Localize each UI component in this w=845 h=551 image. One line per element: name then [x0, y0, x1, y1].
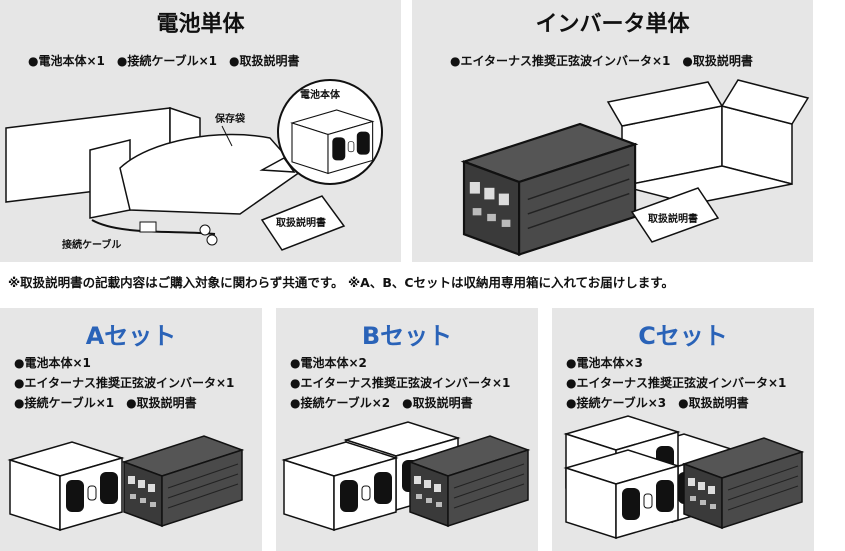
set-b-item-1: ●電池本体×2 [290, 356, 367, 370]
set-a-item-3: ●接続ケーブル×1 ●取扱説明書 [14, 396, 197, 410]
set-c-item-2: ●エイターナス推奨正弦波インバータ×1 [566, 376, 787, 390]
battery-unit-illustration: 保存袋 電池本体 接続ケーブル 取扱説明書 [5, 79, 383, 251]
inverter-unit-title: インバータ単体 [535, 12, 690, 37]
cable-label: 接続ケーブル [62, 238, 121, 251]
set-b-item-3: ●接続ケーブル×2 ●取扱説明書 [290, 396, 473, 410]
set-c-panel: Cセット ●電池本体×3 ●エイターナス推奨正弦波インバータ×1 ●接続ケーブル… [552, 308, 814, 551]
set-c-item-3: ●接続ケーブル×3 ●取扱説明書 [566, 396, 749, 410]
set-a-illustration [9, 435, 243, 531]
manual-label: 取扱説明書 [276, 216, 326, 229]
set-c-item-1: ●電池本体×3 [566, 356, 643, 370]
battery-unit-panel: 電池単体 ●電池本体×1 ●接続ケーブル×1 ●取扱説明書 保存袋 電池本体 接… [0, 0, 401, 262]
set-a-panel: Aセット ●電池本体×1 ●エイターナス推奨正弦波インバータ×1 ●接続ケーブル… [0, 308, 262, 551]
set-a-title: Aセット [85, 322, 177, 350]
set-a-item-2: ●エイターナス推奨正弦波インバータ×1 [14, 376, 235, 390]
inverter-unit-illustration: 取扱説明書 [462, 79, 809, 256]
set-b-illustration [283, 421, 529, 531]
battery-unit-contents: ●電池本体×1 ●接続ケーブル×1 ●取扱説明書 [28, 54, 300, 68]
battery-unit-title: 電池単体 [156, 12, 245, 37]
bag-label: 保存袋 [214, 112, 246, 125]
set-b-item-2: ●エイターナス推奨正弦波インバータ×1 [290, 376, 511, 390]
set-c-illustration [565, 415, 803, 539]
set-b-panel: Bセット ●電池本体×2 ●エイターナス推奨正弦波インバータ×1 ●接続ケーブル… [276, 308, 538, 551]
set-a-item-1: ●電池本体×1 [14, 356, 91, 370]
inverter-unit-panel: インバータ単体 ●エイターナス推奨正弦波インバータ×1 ●取扱説明書 取扱説明書 [412, 0, 813, 262]
inverter-unit-contents: ●エイターナス推奨正弦波インバータ×1 ●取扱説明書 [450, 54, 753, 68]
set-b-title: Bセット [361, 322, 453, 350]
set-c-title: Cセット [638, 322, 728, 350]
battery-label: 電池本体 [300, 88, 341, 101]
shipping-note: ※取扱説明書の記載内容はご購入対象に関わらず共通です。 ※A、B、Cセットは収納… [8, 275, 675, 290]
inverter-manual-label: 取扱説明書 [648, 212, 698, 225]
